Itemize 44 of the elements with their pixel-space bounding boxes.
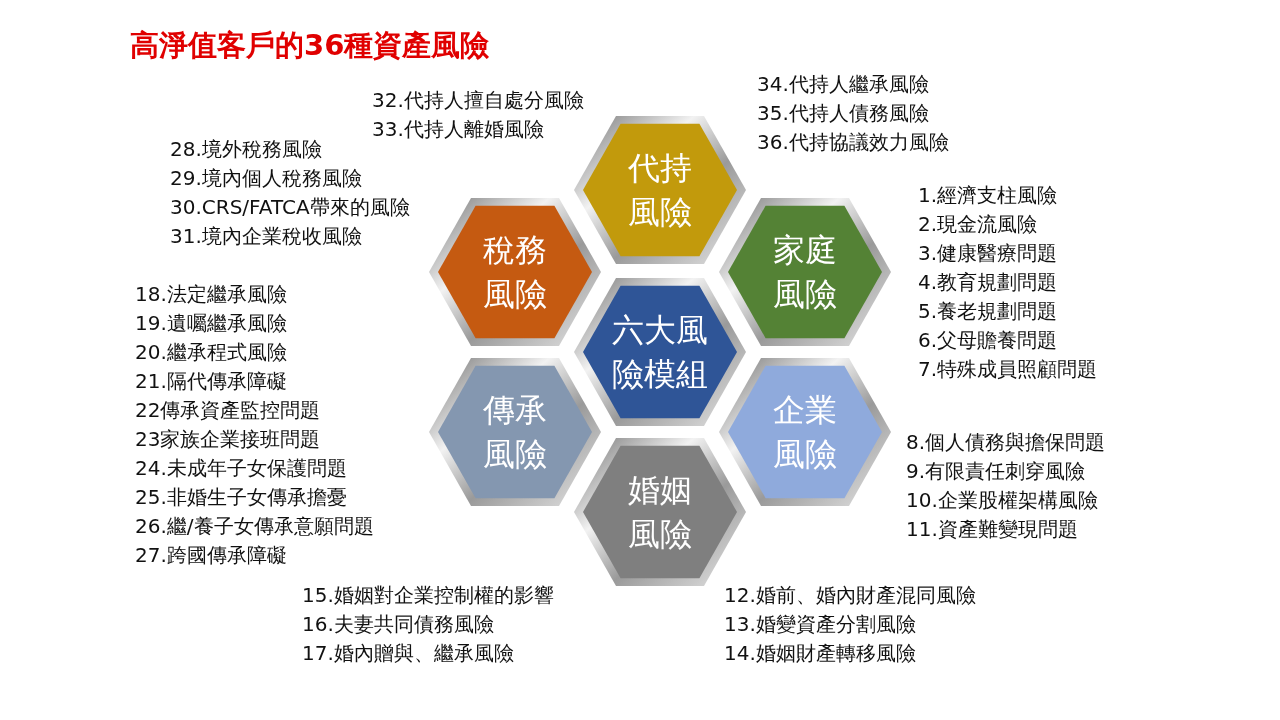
risk-item: 2.現金流風險 bbox=[918, 211, 1038, 238]
hexagon-label: 稅務風險 bbox=[482, 230, 548, 315]
risk-item: 24.未成年子女保護問題 bbox=[135, 455, 347, 482]
hexagon-label: 代持風險 bbox=[627, 148, 693, 233]
risk-item: 31.境內企業稅收風險 bbox=[170, 223, 362, 250]
risk-item: 14.婚姻財產轉移風險 bbox=[724, 640, 916, 667]
risk-item: 18.法定繼承風險 bbox=[135, 281, 287, 308]
risk-item: 4.教育規劃問題 bbox=[918, 269, 1058, 296]
risk-item: 10.企業股權架構風險 bbox=[906, 487, 1098, 514]
risk-item: 23家族企業接班問題 bbox=[135, 426, 321, 453]
risk-item: 32.代持人擅自處分風險 bbox=[372, 87, 584, 114]
risk-item: 13.婚變資產分割風險 bbox=[724, 611, 916, 638]
risk-item: 26.繼/養子女傳承意願問題 bbox=[135, 513, 374, 540]
hexagon-label: 企業風險 bbox=[772, 390, 838, 475]
risk-item: 20.繼承程式風險 bbox=[135, 339, 287, 366]
risk-item: 22傳承資產監控問題 bbox=[135, 397, 321, 424]
title: 高淨值客戶的36種資產風險 bbox=[130, 27, 490, 64]
risk-item: 3.健康醫療問題 bbox=[918, 240, 1058, 267]
hexagon-label: 六大風險模組 bbox=[611, 310, 709, 395]
risk-item: 5.養老規劃問題 bbox=[918, 298, 1058, 325]
risk-item: 9.有限責任刺穿風險 bbox=[906, 458, 1086, 485]
hexagon-label: 家庭風險 bbox=[772, 230, 838, 315]
risk-item: 11.資產難變現問題 bbox=[906, 516, 1078, 543]
hexagon-label: 傳承風險 bbox=[482, 390, 548, 475]
risk-item: 25.非婚生子女傳承擔憂 bbox=[135, 484, 347, 511]
risk-item: 34.代持人繼承風險 bbox=[757, 71, 929, 98]
risk-item: 19.遺囑繼承風險 bbox=[135, 310, 287, 337]
risk-item: 27.跨國傳承障礙 bbox=[135, 542, 287, 569]
risk-item: 28.境外稅務風險 bbox=[170, 136, 322, 163]
risk-item: 12.婚前、婚內財產混同風險 bbox=[724, 582, 976, 609]
risk-item: 17.婚內贈與、繼承風險 bbox=[302, 640, 514, 667]
risk-item: 1.經濟支柱風險 bbox=[918, 182, 1058, 209]
hexagon-label: 婚姻風險 bbox=[627, 470, 693, 555]
risk-item: 21.隔代傳承障礙 bbox=[135, 368, 287, 395]
risk-item: 36.代持協議效力風險 bbox=[757, 129, 949, 156]
risk-item: 30.CRS/FATCA帶來的風險 bbox=[170, 194, 410, 221]
risk-item: 16.夫妻共同債務風險 bbox=[302, 611, 494, 638]
risk-item: 15.婚姻對企業控制權的影響 bbox=[302, 582, 554, 609]
risk-item: 29.境內個人稅務風險 bbox=[170, 165, 362, 192]
risk-item: 7.特殊成員照顧問題 bbox=[918, 356, 1098, 383]
risk-item: 6.父母贍養問題 bbox=[918, 327, 1058, 354]
risk-item: 8.個人債務與擔保問題 bbox=[906, 429, 1106, 456]
risk-item: 35.代持人債務風險 bbox=[757, 100, 929, 127]
risk-item: 33.代持人離婚風險 bbox=[372, 116, 544, 143]
